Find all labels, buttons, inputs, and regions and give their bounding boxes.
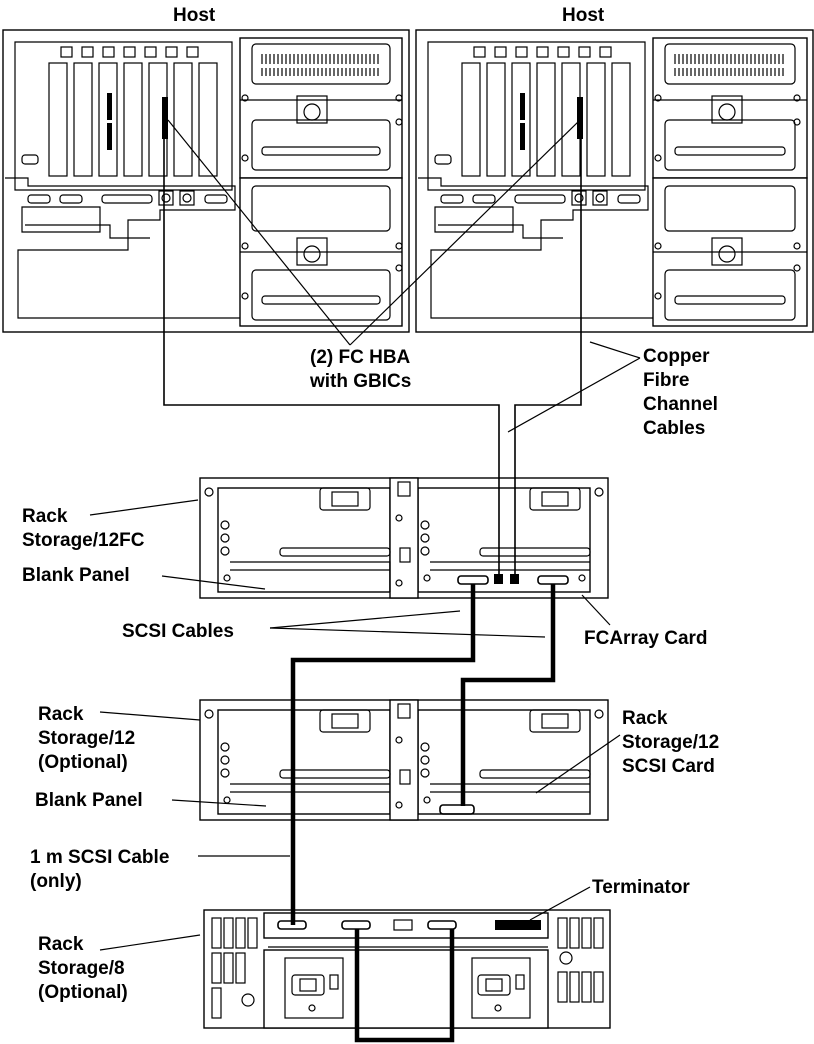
- rack-12fc-label-2: Storage/12FC: [22, 530, 145, 551]
- rack-12fc-label: Rack: [22, 506, 68, 527]
- one-m-scsi-label-2: (only): [30, 871, 82, 892]
- rack-storage-12: [200, 700, 608, 820]
- copper-cables-label-3: Channel: [643, 394, 718, 415]
- copper-cables-label-2: Fibre: [643, 370, 689, 391]
- rack-8-label-3: (Optional): [38, 982, 128, 1003]
- fc-hba-label: (2) FC HBA: [310, 347, 411, 368]
- rack-storage-8: [204, 910, 610, 1028]
- rack-12-label-3: (Optional): [38, 752, 128, 773]
- blank-panel-label-1: Blank Panel: [22, 565, 130, 586]
- rack-12-label: Rack: [38, 704, 84, 725]
- fcarray-card-label: FCArray Card: [584, 628, 708, 649]
- copper-cables-label: Copper: [643, 346, 710, 367]
- rack-storage-12fc: [200, 478, 608, 598]
- fc-hba-label-2: with GBICs: [309, 371, 411, 392]
- terminator-label: Terminator: [592, 877, 690, 898]
- host-right: [416, 30, 813, 332]
- host-left: [3, 30, 409, 332]
- host-left-label: Host: [173, 5, 216, 26]
- host-right-label: Host: [562, 5, 605, 26]
- rack-12-scsi-label: Rack: [622, 708, 668, 729]
- rack-12-scsi-label-2: Storage/12: [622, 732, 719, 753]
- rack-8-label: Rack: [38, 934, 84, 955]
- rack-12-label-2: Storage/12: [38, 728, 135, 749]
- blank-panel-label-2: Blank Panel: [35, 790, 143, 811]
- rack-8-label-2: Storage/8: [38, 958, 125, 979]
- scsi-cables-label: SCSI Cables: [122, 621, 234, 642]
- one-m-scsi-label: 1 m SCSI Cable: [30, 847, 169, 868]
- copper-cables-label-4: Cables: [643, 418, 705, 439]
- rack-12-scsi-label-3: SCSI Card: [622, 756, 715, 777]
